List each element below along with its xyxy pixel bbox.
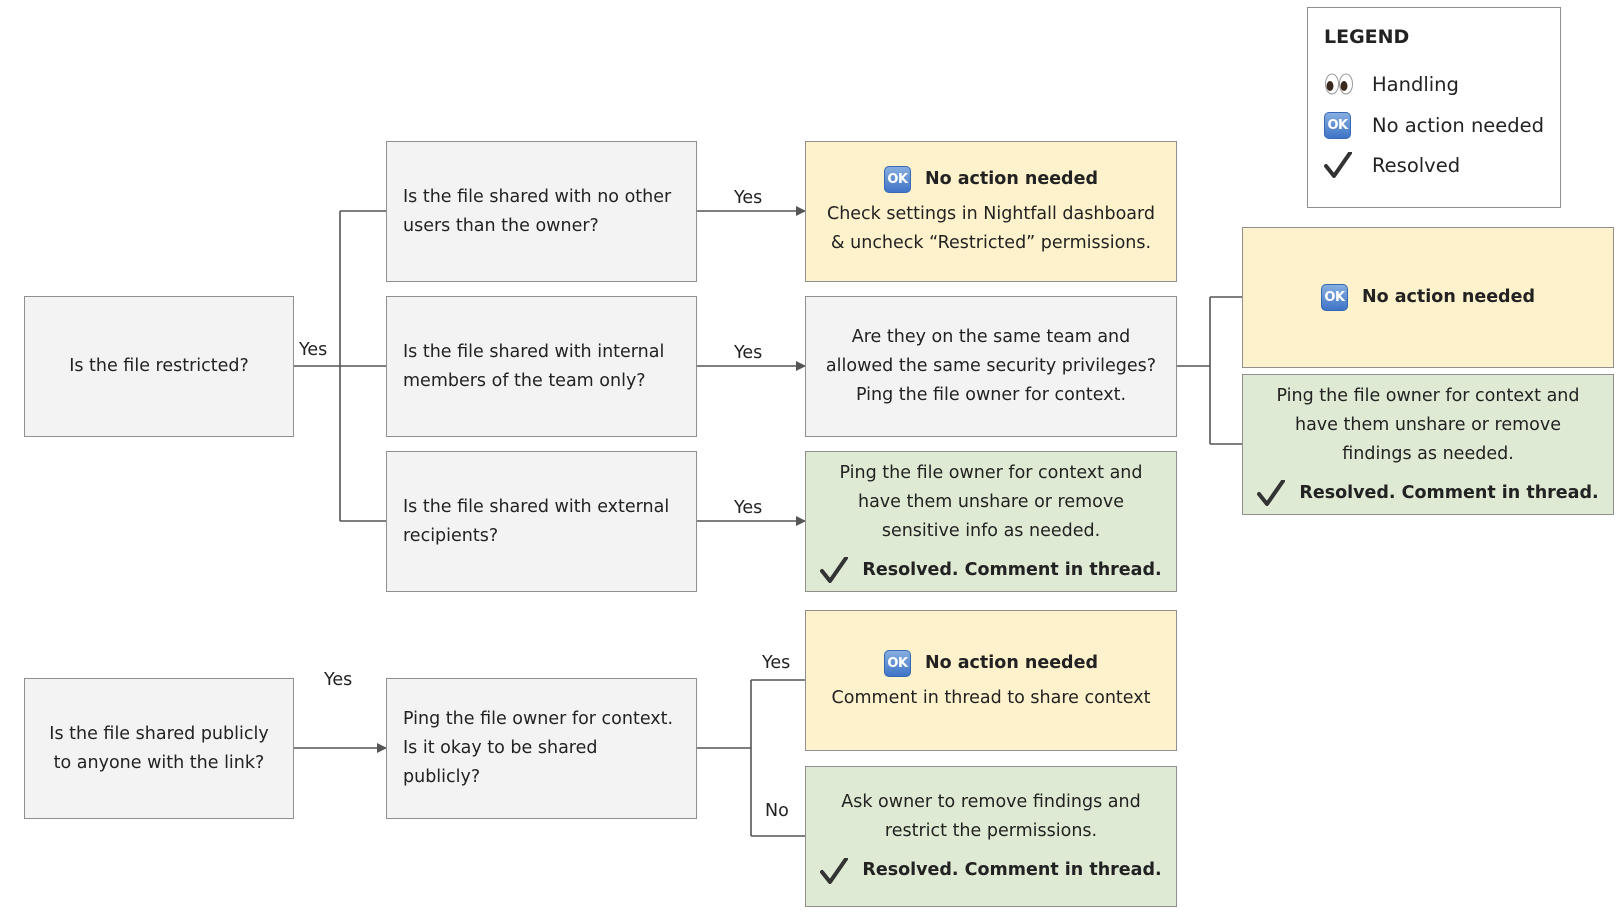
node-line: to anyone with the link?	[53, 752, 265, 773]
legend-label-no-action: No action needed	[1372, 114, 1545, 137]
status-resolved: Resolved. Comment in thread.	[1257, 479, 1599, 508]
edge-label-restricted-yes: Yes	[299, 340, 328, 360]
edge-label-ping-public-no: No	[765, 801, 789, 821]
node-line: Comment in thread to share context	[831, 687, 1151, 708]
ok-icon: OK	[1324, 112, 1351, 139]
edge-label-internal-yes: Yes	[734, 343, 763, 363]
status-label: Resolved. Comment in thread.	[1299, 482, 1599, 503]
node-same-team: Are they on the same team and allowed th…	[805, 296, 1177, 437]
edge-label-ping-public-yes: Yes	[762, 653, 791, 673]
ok-icon: OK	[883, 649, 911, 677]
node-text: Is the file restricted?	[69, 356, 249, 376]
status-label: No action needed	[924, 169, 1098, 189]
node-line: Ping the file owner for context.	[403, 709, 674, 729]
node-line: sensitive info as needed.	[881, 520, 1101, 541]
ok-icon: OK	[883, 166, 911, 193]
node-result-same-team-no: Ping the file owner for context and have…	[1242, 374, 1614, 515]
check-icon	[820, 557, 849, 583]
status-resolved: Resolved. Comment in thread.	[820, 856, 1162, 885]
node-no-other-users: Is the file shared with no other users t…	[386, 141, 697, 282]
legend-label-resolved: Resolved	[1372, 153, 1461, 177]
node-line: publicly?	[403, 767, 481, 787]
check-icon	[820, 857, 849, 884]
node-external: Is the file shared with external recipie…	[386, 451, 697, 592]
node-line: Is the file shared publicly	[49, 723, 269, 744]
node-result-no-other: OK No action needed Check settings in Ni…	[805, 141, 1177, 282]
node-result-external: Ping the file owner for context and have…	[805, 451, 1177, 592]
node-internal-only: Is the file shared with internal members…	[386, 296, 697, 437]
status-label: Resolved. Comment in thread.	[862, 559, 1162, 580]
node-line: Are they on the same team and	[851, 327, 1131, 347]
node-line: Check settings in Nightfall dashboard	[826, 204, 1156, 224]
node-line: Is the file shared with no other	[403, 186, 672, 207]
node-result-same-team-yes: OK No action needed	[1242, 227, 1614, 368]
ok-icon: OK	[1320, 284, 1348, 311]
node-line: have them unshare or remove	[857, 491, 1124, 512]
eyes-icon	[1325, 73, 1353, 95]
node-line: allowed the same security privileges?	[825, 356, 1157, 376]
node-line: have them unshare or remove	[1294, 414, 1561, 435]
node-line: Ping the file owner for context.	[855, 385, 1127, 405]
node-line: recipients?	[403, 525, 499, 546]
node-result-public-yes: OK No action needed Comment in thread to…	[805, 610, 1177, 751]
legend: LEGEND Handling OK No action needed Reso…	[1307, 7, 1561, 208]
legend-item-no-action: OK No action needed	[1324, 112, 1544, 139]
legend-label-handling: Handling	[1372, 72, 1459, 96]
node-ping-public: Ping the file owner for context. Is it o…	[386, 678, 697, 819]
node-line: Is it okay to be shared	[403, 738, 598, 758]
status-no-action: OK No action needed	[883, 649, 1098, 678]
check-icon	[1257, 480, 1286, 506]
node-shared-publicly: Is the file shared publicly to anyone wi…	[24, 678, 294, 819]
node-line: Is the file shared with internal	[403, 341, 665, 362]
status-no-action: OK No action needed	[1320, 283, 1535, 312]
status-resolved: Resolved. Comment in thread.	[820, 556, 1162, 585]
status-label: No action needed	[924, 652, 1098, 673]
edge-label-external-yes: Yes	[734, 498, 763, 518]
node-line: Ping the file owner for context and	[1276, 385, 1580, 406]
node-line: & uncheck “Restricted” permissions.	[830, 233, 1152, 253]
node-line: Is the file shared with external	[403, 496, 670, 517]
node-line: Ask owner to remove findings and	[841, 792, 1141, 812]
node-file-restricted: Is the file restricted?	[24, 296, 294, 437]
check-icon	[1324, 152, 1352, 178]
edge-label-no-other-yes: Yes	[734, 188, 763, 208]
legend-title: LEGEND	[1324, 26, 1410, 48]
status-label: No action needed	[1361, 287, 1535, 307]
node-line: Ping the file owner for context and	[839, 462, 1143, 483]
node-line: findings as needed.	[1342, 443, 1514, 464]
node-line: users than the owner?	[403, 215, 599, 236]
status-label: Resolved. Comment in thread.	[862, 860, 1162, 880]
node-line: members of the team only?	[403, 370, 646, 391]
status-no-action: OK No action needed	[883, 165, 1098, 194]
legend-item-handling: Handling	[1324, 72, 1459, 96]
node-line: restrict the permissions.	[884, 821, 1098, 841]
node-result-public-no: Ask owner to remove findings and restric…	[805, 766, 1177, 907]
edge-label-public-yes: Yes	[324, 670, 353, 690]
legend-item-resolved: Resolved	[1324, 152, 1460, 178]
